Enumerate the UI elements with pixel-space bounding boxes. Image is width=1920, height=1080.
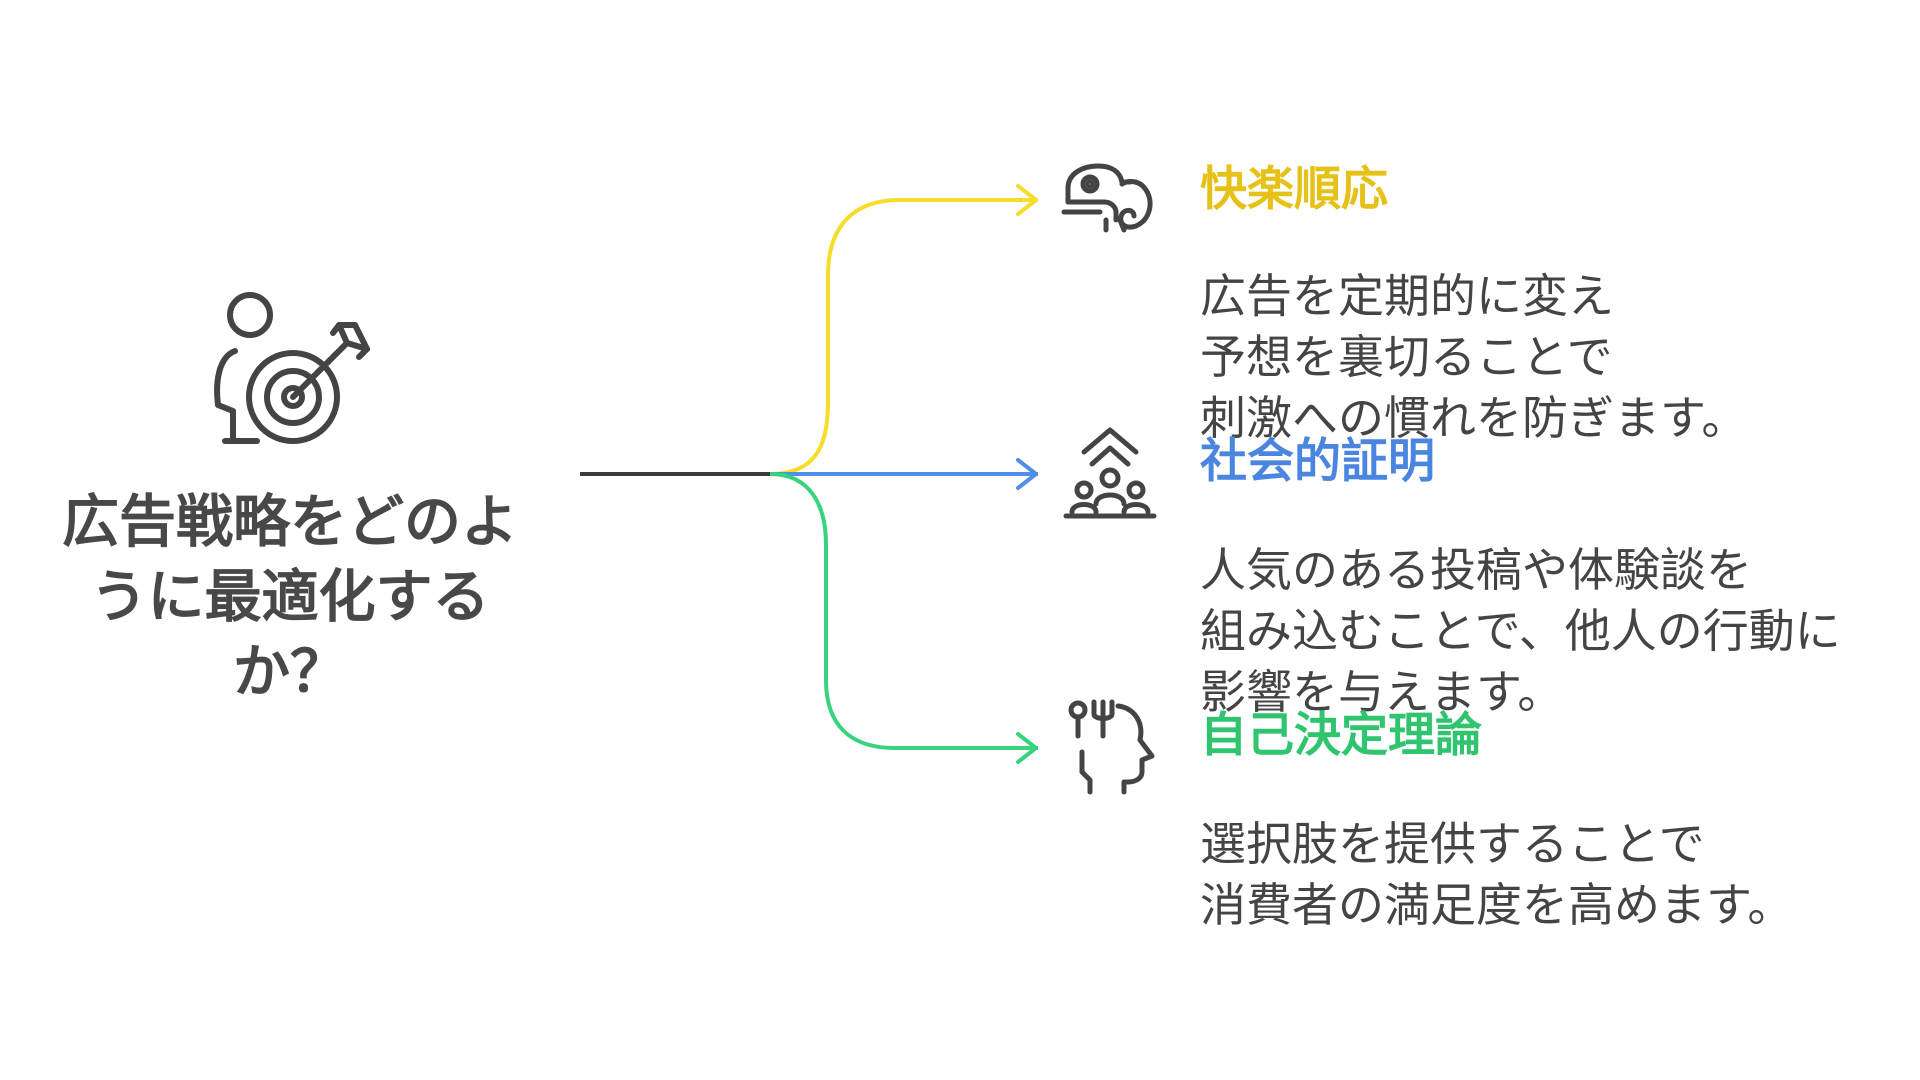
connector-line-3 xyxy=(769,472,1038,750)
branch-description: 広告を定期的に変え 予想を裏切ることで 刺激への慣れを防ぎます。 xyxy=(1200,266,1747,449)
branch-description-line: 組み込むことで、他人の行動に xyxy=(1200,604,1841,658)
connector-arrow-2 xyxy=(1016,458,1038,490)
branch-description-line: 選択肢を提供することで xyxy=(1200,817,1705,871)
chameleon-icon xyxy=(1060,150,1170,260)
branch-description-line: 予想を裏切ることで xyxy=(1200,330,1613,384)
branch-description-line: 人気のある投稿や体験談を xyxy=(1200,543,1752,597)
person-target-icon xyxy=(205,285,385,465)
branch-description-line: 影響を与えます。 xyxy=(1200,665,1564,719)
branch-description: 人気のある投稿や体験談を 組み込むことで、他人の行動に 影響を与えます。 xyxy=(1200,540,1841,723)
root-title: 広告戦略をどのよ うに最適化する か？ xyxy=(30,485,550,710)
connector-arrow-3 xyxy=(1016,732,1038,764)
head-choice-icon xyxy=(1060,696,1170,806)
connector-line-1 xyxy=(769,198,1038,476)
branch-description-line: 広告を定期的に変え xyxy=(1200,269,1614,323)
group-upward-arrow-icon xyxy=(1060,422,1170,532)
connector-arrow-1 xyxy=(1016,184,1038,216)
branch-title: 自己決定理論 xyxy=(1200,708,1482,763)
branch-description-line: 刺激への慣れを防ぎます。 xyxy=(1200,391,1748,445)
root-title-line: 広告戦略をどのよ xyxy=(62,489,518,555)
root-title-line: か？ xyxy=(233,639,347,705)
branch-title: 社会的証明 xyxy=(1200,434,1435,489)
root-title-line: うに最適化する xyxy=(90,564,490,630)
branch-description-line: 消費者の満足度を高めます。 xyxy=(1200,878,1794,932)
branch-description: 選択肢を提供することで 消費者の満足度を高めます。 xyxy=(1200,814,1793,936)
branch-title: 快楽順応 xyxy=(1200,162,1388,217)
